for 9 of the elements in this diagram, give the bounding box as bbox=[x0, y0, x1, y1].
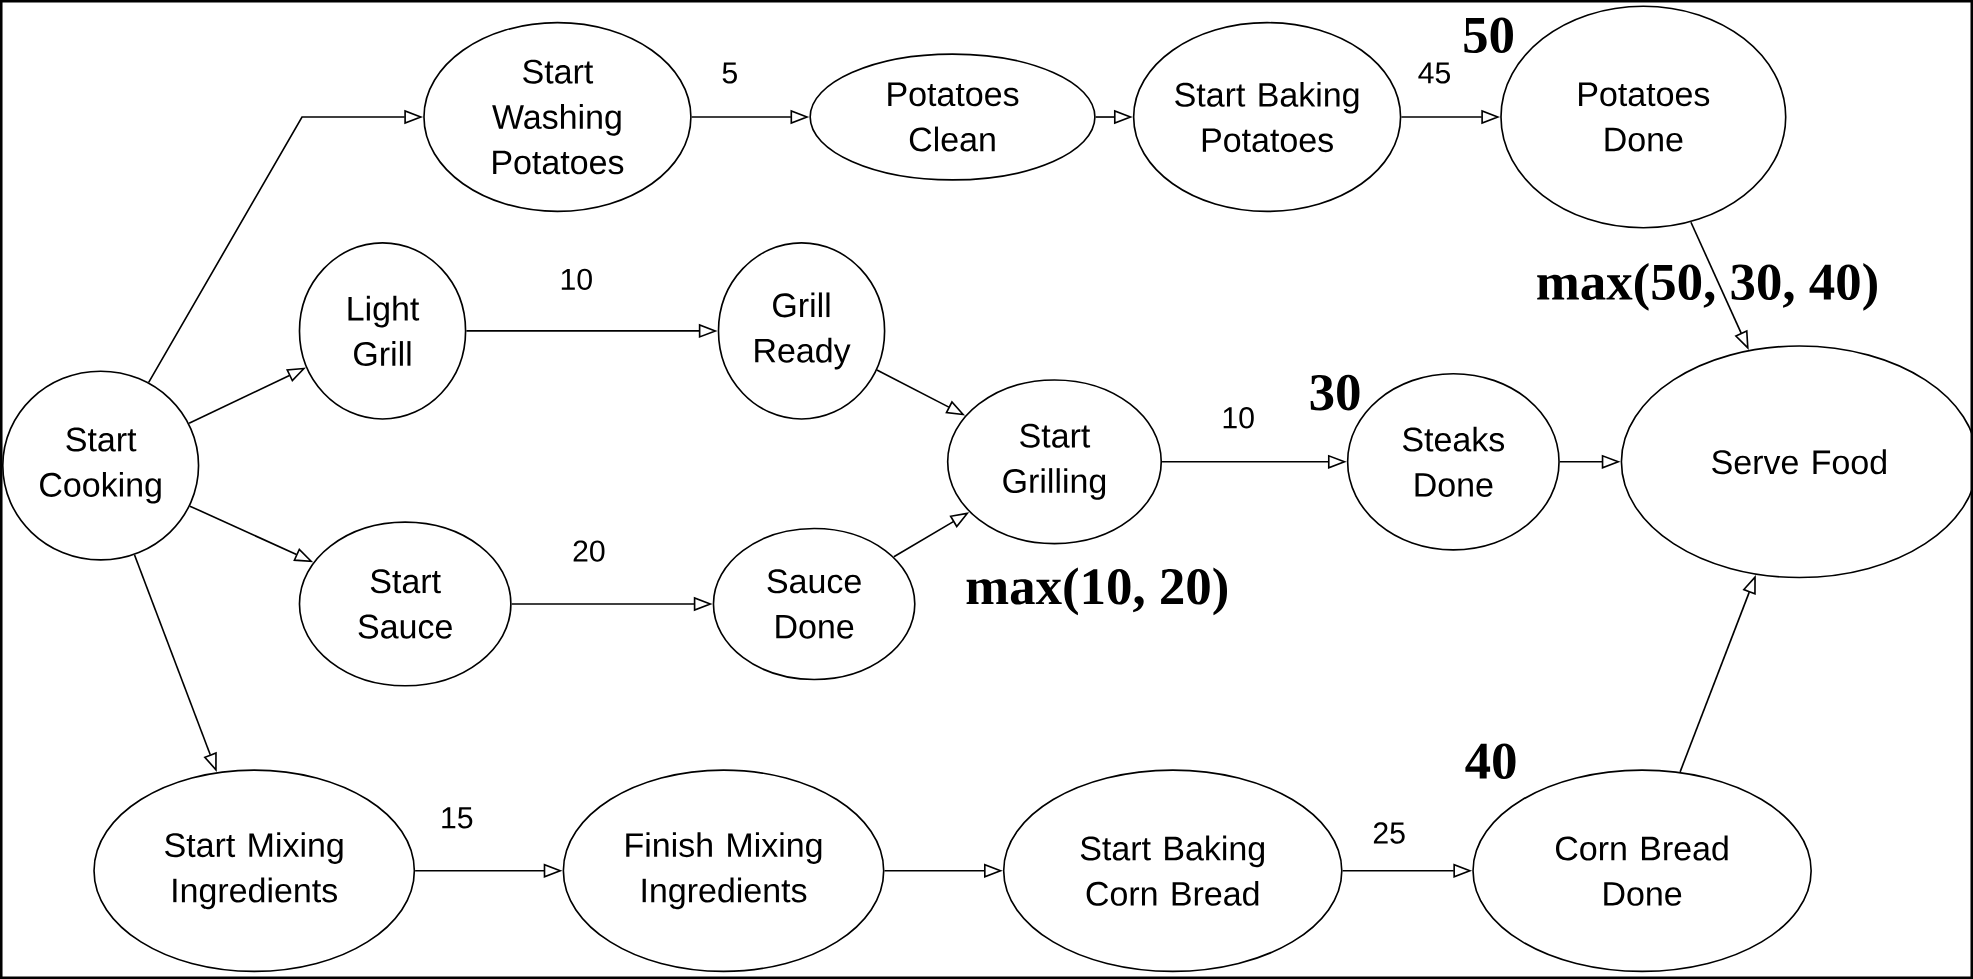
edge-label: 20 bbox=[570, 539, 607, 564]
edge-label: 10 bbox=[558, 267, 595, 292]
edge-label: 10 bbox=[1220, 405, 1257, 430]
edge-label: 5 bbox=[720, 61, 740, 85]
edge-label: 25 bbox=[1371, 821, 1408, 845]
edge-label: 15 bbox=[438, 806, 475, 830]
time-annotation: max(10, 20) bbox=[966, 567, 1227, 616]
edge-label: 45 bbox=[1416, 61, 1453, 85]
time-annotation: max(50, 30, 40) bbox=[1537, 262, 1877, 311]
